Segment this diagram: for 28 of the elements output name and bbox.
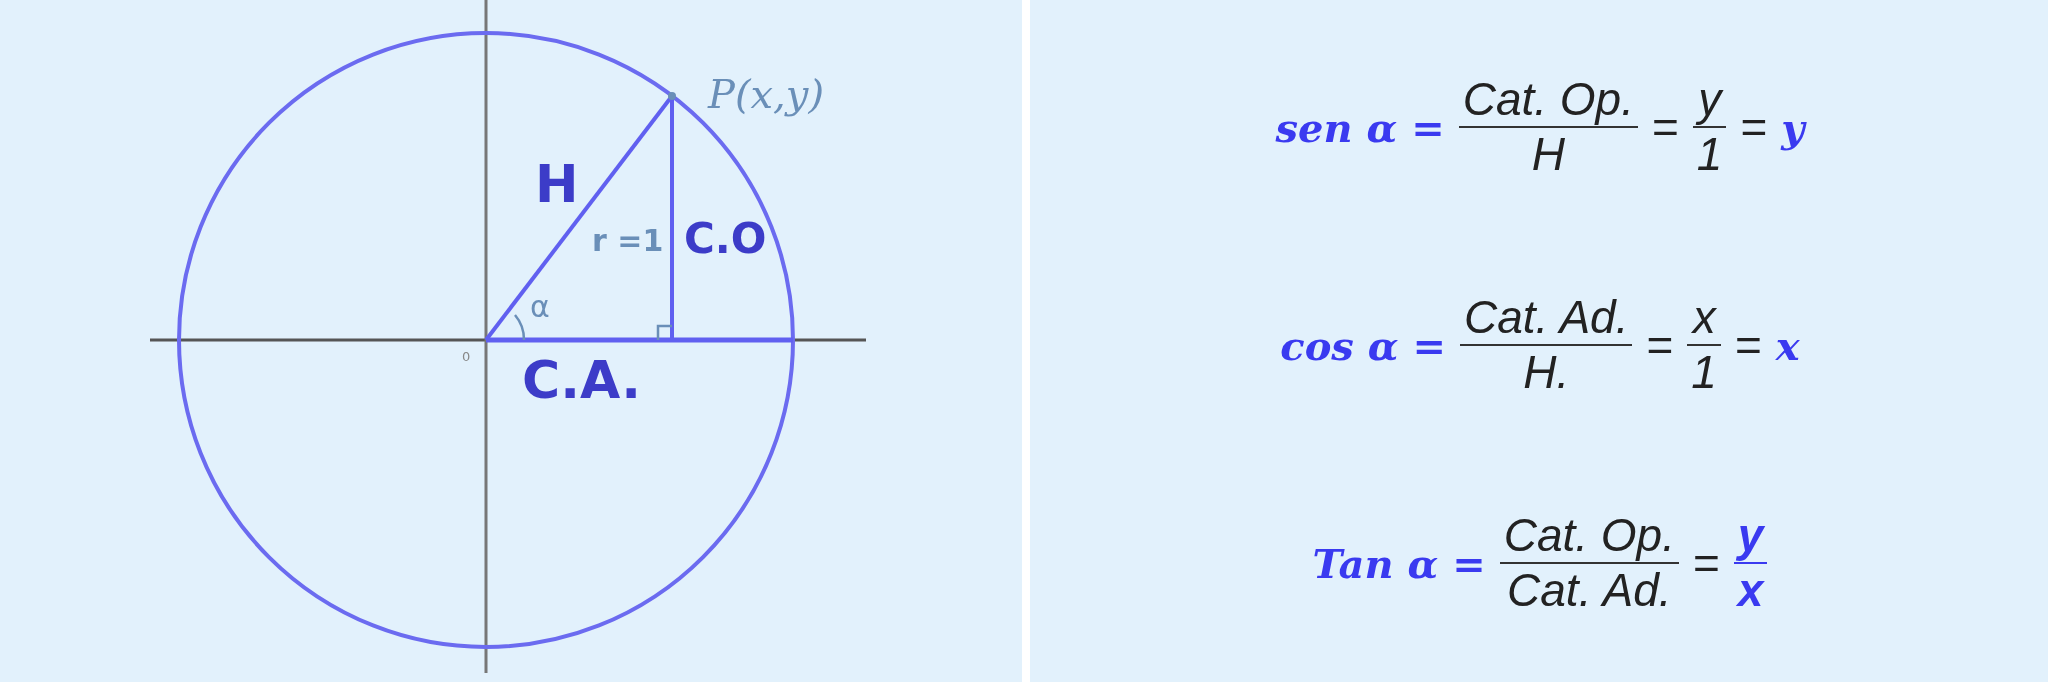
numerator: y (1735, 509, 1766, 562)
equals-sign: = (1651, 100, 1679, 154)
denominator: Cat. Ad. (1506, 564, 1673, 617)
side-label: C.A. (522, 354, 641, 406)
equals-sign: = (1740, 100, 1768, 154)
numerator: x (1690, 291, 1718, 344)
denominator: x (1735, 564, 1766, 617)
angle-label: α (530, 292, 550, 322)
equals-sign: = (1734, 318, 1762, 372)
equals-sign: = (1646, 318, 1674, 372)
side-label: H (535, 158, 579, 210)
formula-label: sen α = (1275, 103, 1445, 151)
numerator: Cat. Ad. (1463, 291, 1630, 344)
origin-label: 0 (462, 350, 471, 363)
numerator: Cat. Op. (1502, 509, 1676, 562)
result: y (1781, 103, 1805, 151)
side-label: C.O (684, 218, 767, 260)
formula-label: cos α = (1280, 321, 1446, 369)
denominator: H. (1522, 346, 1571, 399)
denominator: 1 (1690, 346, 1718, 399)
denominator: H (1530, 128, 1566, 181)
equals-sign: = (1692, 536, 1720, 590)
denominator: 1 (1695, 128, 1724, 181)
numerator: Cat. Op. (1461, 73, 1635, 126)
result: x (1775, 321, 1800, 369)
radius-label: r =1 (592, 226, 664, 256)
formula-label: Tan α = (1312, 539, 1486, 587)
numerator: y (1694, 73, 1726, 126)
